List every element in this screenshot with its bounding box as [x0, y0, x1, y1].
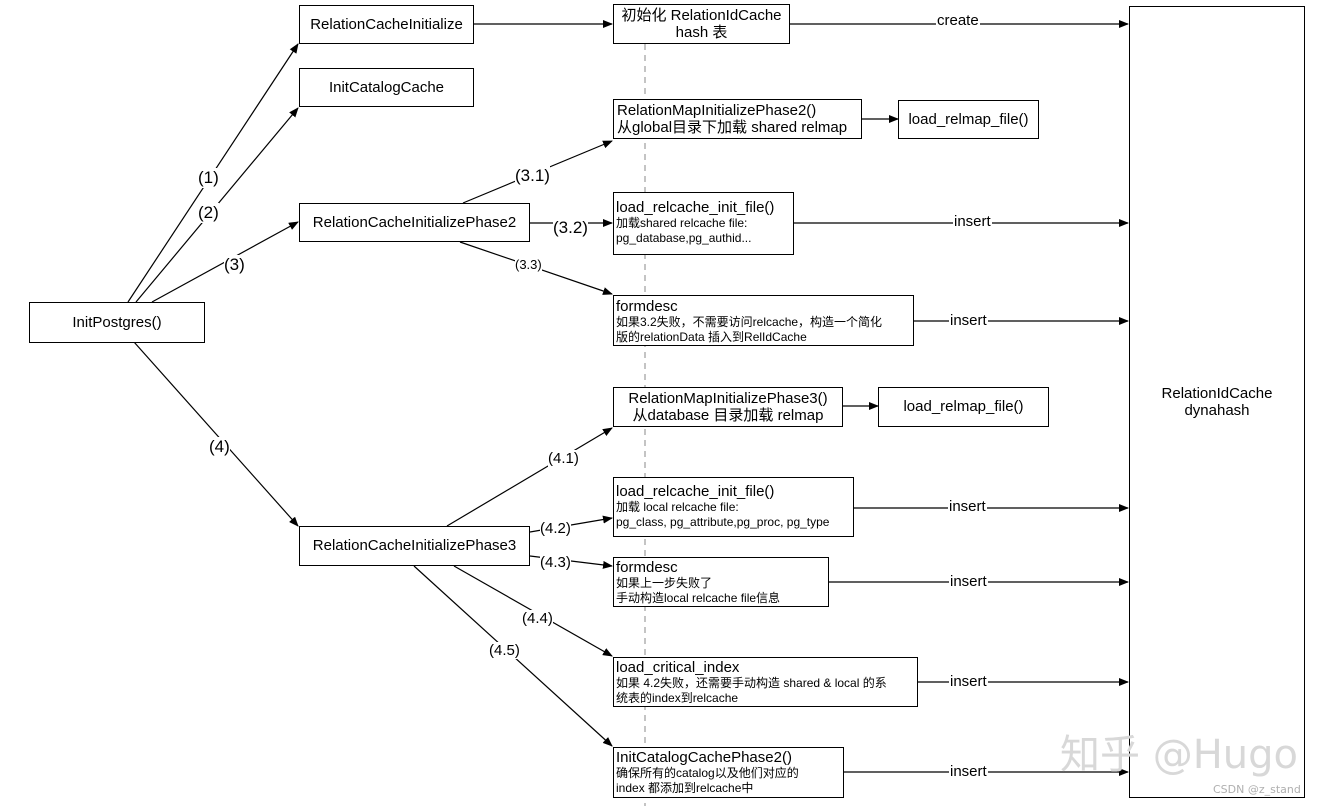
node-init-idcache-line1: 初始化 RelationIdCache [621, 7, 782, 24]
node-formdesc-local: formdesc 如果上一步失败了 手动构造local relcache fil… [613, 557, 829, 607]
step-label-3-2: (3.2) [553, 218, 588, 238]
node-phase2-label: RelationCacheInitializePhase2 [312, 213, 517, 231]
node-load-relmap-1-label: load_relmap_file() [908, 110, 1029, 128]
node-relmap3-line2: 从database 目录加载 relmap [632, 407, 824, 424]
edge-label-insert-1: insert [953, 213, 992, 230]
node-catcache2-line1: 确保所有的catalog以及他们对应的 [616, 766, 799, 780]
node-lrif-shared-line1: 加载shared relcache file: [616, 216, 748, 230]
node-formdesc2-line1: 如果上一步失败了 [616, 576, 713, 590]
node-formdesc1-line1: 如果3.2失败，不需要访问relcache，构造一个简化 [616, 315, 883, 329]
node-init-idcache-line2: hash 表 [675, 24, 728, 41]
node-lrif-local-line1: 加载 local relcache file: [616, 500, 739, 514]
node-init-relationidcache-hash: 初始化 RelationIdCache hash 表 [613, 4, 790, 44]
node-relationidcache-dynahash: RelationIdCache dynahash [1129, 6, 1305, 798]
step-label-4: (4) [209, 437, 230, 457]
node-relation-cache-initialize: RelationCacheInitialize [299, 5, 474, 44]
node-lrif-shared-line2: pg_database,pg_authid... [616, 231, 752, 245]
node-load-relcache-init-file-shared: load_relcache_init_file() 加载shared relca… [613, 192, 794, 255]
node-init-catalog-cache: InitCatalogCache [299, 68, 474, 107]
node-critical-title: load_critical_index [616, 659, 740, 676]
edge-label-insert-5: insert [949, 673, 988, 690]
step-label-3-1: (3.1) [515, 166, 550, 186]
node-relmap2-line2: 从global目录下加载 shared relmap [617, 119, 848, 136]
node-load-relcache-init-file-local: load_relcache_init_file() 加载 local relca… [613, 477, 854, 537]
edge-label-insert-3: insert [948, 498, 987, 515]
edge-label-create: create [936, 12, 980, 29]
node-catcache2-title: InitCatalogCachePhase2() [616, 749, 792, 766]
node-catcache2-line2: index 都添加到relcache中 [616, 781, 754, 795]
node-load-critical-index: load_critical_index 如果 4.2失败，还需要手动构造 sha… [613, 657, 918, 707]
node-lrif-local-line2: pg_class, pg_attribute,pg_proc, pg_type [616, 515, 830, 529]
step-label-4-3: (4.3) [540, 554, 571, 571]
node-lrif-local-title: load_relcache_init_file() [616, 483, 775, 500]
watermark-zhihu: 知乎 @Hugo [1060, 732, 1299, 778]
step-label-2: (2) [198, 203, 219, 223]
node-idcache-line1: RelationIdCache [1161, 385, 1273, 402]
node-lrif-shared-title: load_relcache_init_file() [616, 199, 775, 216]
step-label-4-5: (4.5) [489, 642, 520, 659]
node-formdesc1-line2: 版的relationData 插入到RelIdCache [616, 330, 807, 344]
node-init-postgres: InitPostgres() [29, 302, 205, 343]
edge-4-1 [446, 427, 613, 527]
edge-label-insert-4: insert [949, 573, 988, 590]
node-relation-map-initialize-phase2: RelationMapInitializePhase2() 从global目录下… [613, 99, 862, 139]
edge-4 [133, 341, 299, 527]
node-load-relmap-file-database: load_relmap_file() [878, 387, 1049, 427]
step-label-4-2: (4.2) [540, 520, 571, 537]
step-label-4-4: (4.4) [522, 610, 553, 627]
node-init-catalog-cache-label: InitCatalogCache [328, 78, 445, 96]
node-formdesc2-title: formdesc [616, 559, 678, 576]
edge-label-insert-2: insert [949, 312, 988, 329]
step-label-3-3: (3.3) [515, 257, 542, 272]
node-relation-cache-initialize-phase2: RelationCacheInitializePhase2 [299, 203, 530, 242]
step-label-4-1: (4.1) [548, 450, 579, 467]
node-relation-cache-initialize-label: RelationCacheInitialize [310, 15, 463, 33]
node-load-relmap-2-label: load_relmap_file() [903, 398, 1024, 415]
node-critical-line1: 如果 4.2失败，还需要手动构造 shared & local 的系 [616, 676, 887, 690]
node-formdesc1-title: formdesc [616, 298, 678, 315]
watermark-csdn: CSDN @z_stand [1213, 783, 1301, 796]
node-init-catalog-cache-phase2: InitCatalogCachePhase2() 确保所有的catalog以及他… [613, 747, 844, 798]
node-formdesc-shared: formdesc 如果3.2失败，不需要访问relcache，构造一个简化 版的… [613, 295, 914, 346]
node-load-relmap-file-global: load_relmap_file() [898, 100, 1039, 139]
node-relation-map-initialize-phase3: RelationMapInitializePhase3() 从database … [613, 387, 843, 427]
node-relmap3-line1: RelationMapInitializePhase3() [628, 390, 828, 407]
node-relation-cache-initialize-phase3: RelationCacheInitializePhase3 [299, 526, 530, 566]
node-critical-line2: 统表的index到relcache [616, 691, 739, 705]
node-init-postgres-label: InitPostgres() [72, 313, 162, 331]
step-label-1: (1) [198, 168, 219, 188]
node-relmap2-line1: RelationMapInitializePhase2() [617, 102, 817, 119]
node-formdesc2-line2: 手动构造local relcache file信息 [616, 591, 781, 605]
node-idcache-line2: dynahash [1184, 402, 1250, 419]
node-phase3-label: RelationCacheInitializePhase3 [312, 537, 517, 554]
edge-label-insert-6: insert [949, 763, 988, 780]
step-label-3: (3) [224, 255, 245, 275]
